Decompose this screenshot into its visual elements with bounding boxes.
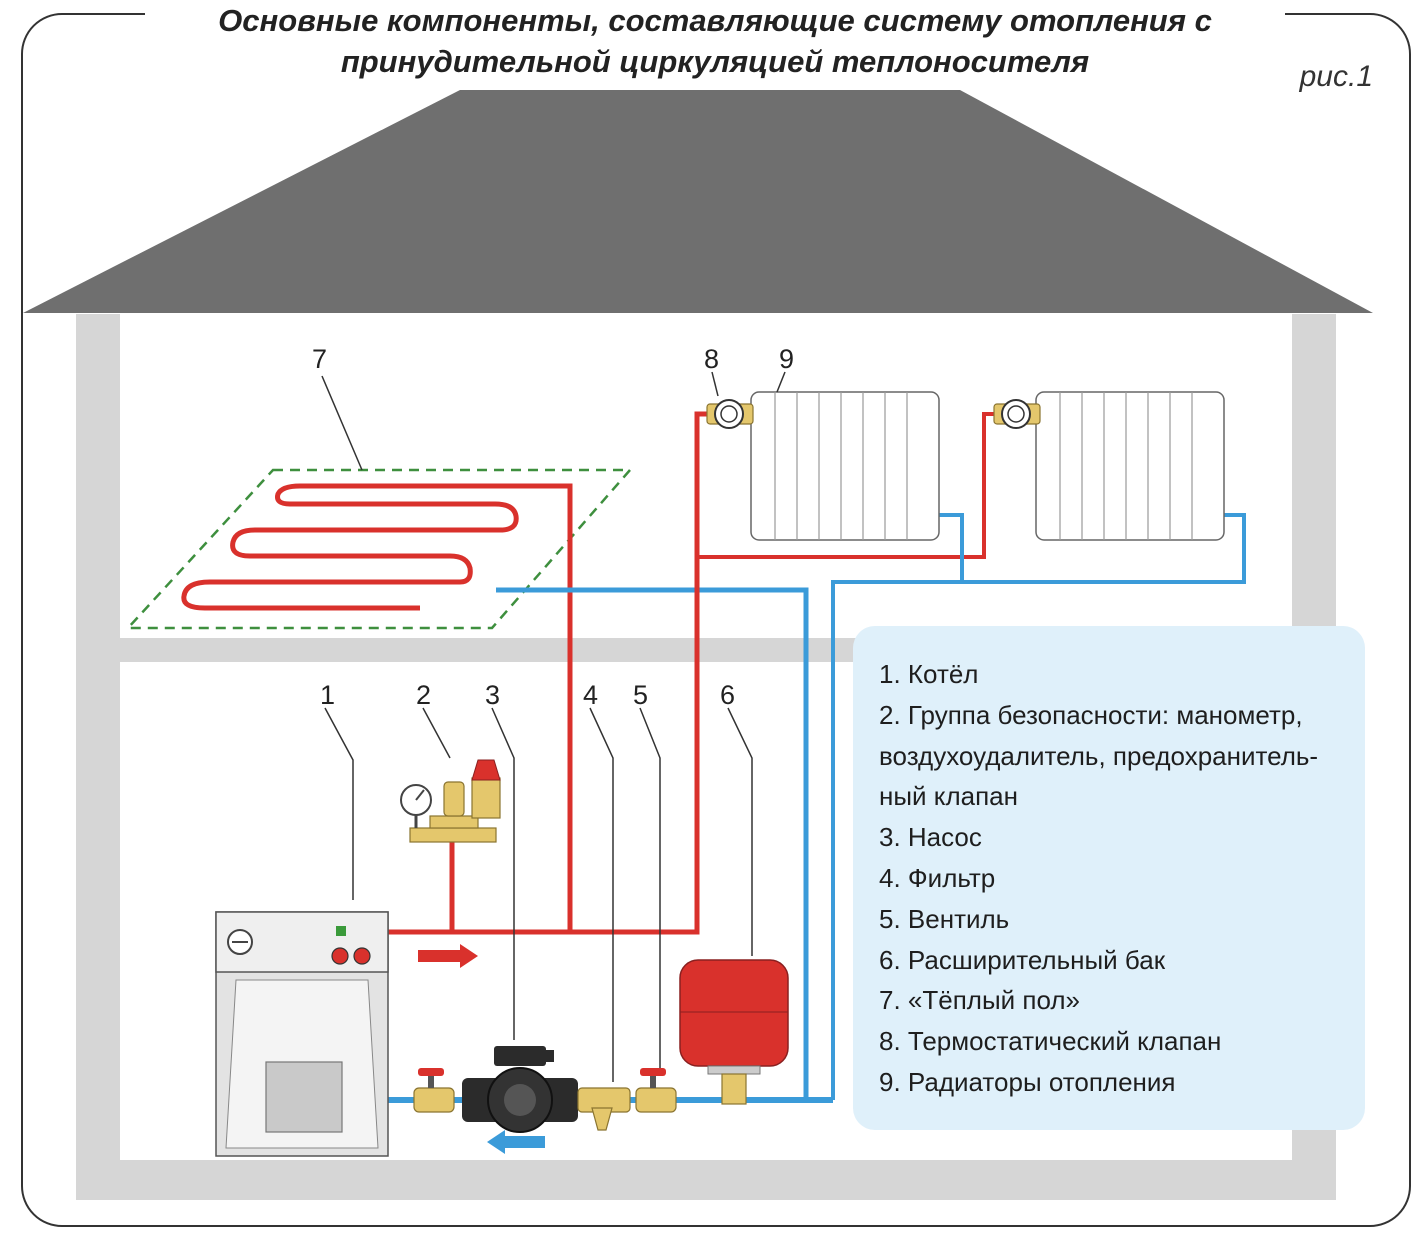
safety-group — [400, 759, 501, 843]
legend-item: 6. Расширительный бак — [879, 944, 1166, 975]
callout-8: 8 — [704, 344, 720, 374]
boiler-indicator-icon — [336, 926, 346, 936]
radiator2-supply-pipe — [697, 412, 1000, 559]
warm-floor-area — [125, 468, 633, 630]
title-line-1: Основные компоненты, составляющие систем… — [218, 3, 1212, 38]
title-block: Основные компоненты, составляющие систем… — [145, 0, 1285, 86]
boiler — [215, 911, 389, 1157]
callout-4: 4 — [583, 680, 599, 710]
legend-item: 2. Группа безопасности: манометр, — [879, 699, 1303, 730]
legend-item: ный клапан — [879, 781, 1018, 812]
radiator-1 — [750, 391, 940, 541]
figure-label: рис.1 — [1299, 60, 1373, 93]
boiler-knob-icon — [331, 947, 349, 965]
radiator-2 — [1035, 391, 1225, 541]
radiator-return-pipe — [937, 513, 1246, 584]
legend-panel: 1. Котёл 2. Группа безопасности: маномет… — [853, 626, 1365, 1130]
relief-valve-icon — [471, 777, 501, 819]
title-line-2: принудительной циркуляцией теплоносителя — [340, 44, 1090, 79]
warm-floor-pipe — [181, 483, 573, 930]
callout-2: 2 — [416, 680, 432, 710]
radiator-supply-pipe — [388, 411, 713, 935]
callout-6: 6 — [720, 680, 736, 710]
legend-item: 9. Радиаторы отопления — [879, 1066, 1176, 1097]
legend-list: 1. Котёл 2. Группа безопасности: маномет… — [879, 654, 1318, 1103]
thermostatic-valve-2 — [993, 399, 1041, 429]
callout-7: 7 — [312, 344, 328, 374]
expansion-tank — [679, 959, 789, 1105]
ball-valve-right — [635, 1068, 677, 1113]
callout-9: 9 — [779, 344, 795, 374]
roof — [23, 90, 1373, 313]
legend-item: 1. Котёл — [879, 659, 979, 689]
boiler-knob-icon — [353, 947, 371, 965]
legend-item: 8. Термостатический клапан — [879, 1026, 1222, 1057]
pump — [462, 1046, 578, 1133]
supply-flow-arrow — [418, 944, 478, 968]
thermostatic-valve-1 — [706, 399, 754, 429]
air-vent-icon — [443, 781, 465, 817]
legend-item: 7. «Тёплый пол» — [879, 985, 1080, 1016]
radiator-return-riser — [831, 580, 962, 1100]
filter — [577, 1087, 631, 1131]
callout-5: 5 — [633, 680, 649, 710]
legend-item: 4. Фильтр — [879, 862, 996, 893]
ball-valve-left — [413, 1068, 455, 1113]
legend-item: воздухоудалитель, предохранитель- — [879, 740, 1319, 771]
warm-floor-return-pipe — [496, 587, 809, 1100]
callout-1: 1 — [320, 680, 336, 710]
legend-item: 3. Насос — [879, 822, 982, 853]
leader-lines — [321, 371, 786, 1082]
legend-item: 5. Вентиль — [879, 903, 1010, 934]
return-flow-arrow — [487, 1130, 545, 1154]
callout-3: 3 — [485, 680, 501, 710]
